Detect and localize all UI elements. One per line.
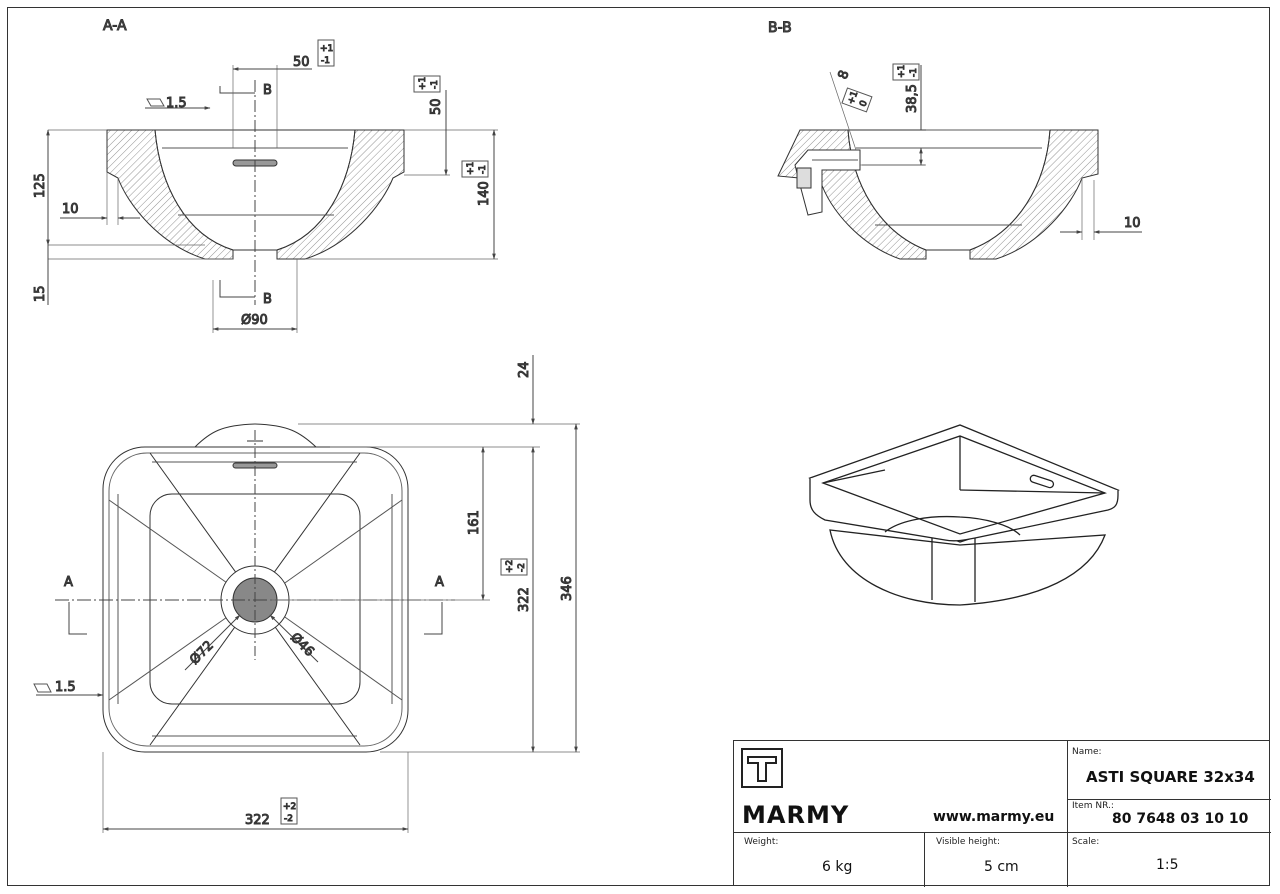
website-link[interactable]: www.marmy.eu xyxy=(933,809,1055,825)
dim-8: 8 xyxy=(836,68,853,81)
dim-140: 140 xyxy=(477,181,492,206)
dim-50-side: 50 xyxy=(429,98,444,115)
item-number-label: Item NR.: xyxy=(1072,801,1114,811)
section-b-marker-bottom: B xyxy=(263,292,272,307)
svg-text:+1: +1 xyxy=(418,77,428,90)
item-number: 80 7648 03 10 10 xyxy=(1112,811,1249,827)
dim-322-vertical: 322 xyxy=(517,587,532,612)
dim-d90: Ø90 xyxy=(241,313,268,328)
dim-10-aa: 10 xyxy=(62,202,79,217)
dim-24: 24 xyxy=(517,361,532,378)
dim-125: 125 xyxy=(33,173,48,198)
section-bb-overflow xyxy=(794,149,861,216)
dim-10-bb: 10 xyxy=(1124,216,1141,231)
tolerance-box-140: +1 -1 xyxy=(461,160,489,178)
section-bb-view: B-B 8 +1 0 38,5 +1 -1 xyxy=(768,20,1142,260)
svg-text:-1: -1 xyxy=(478,165,488,174)
product-name: ASTI SQUARE 32x34 xyxy=(1086,768,1255,786)
section-b-marker-top: B xyxy=(263,83,272,98)
section-bb-title: B-B xyxy=(768,20,792,36)
tolerance-box-38-5: +1 -1 xyxy=(892,63,920,81)
drawing-frame xyxy=(7,7,1270,886)
scale-value: 1:5 xyxy=(1156,857,1179,873)
tolerance-box-322-vertical: +2 -2 xyxy=(500,558,528,576)
dim-346: 346 xyxy=(560,576,575,601)
tolerance-box-8: +1 0 xyxy=(841,87,873,113)
dim-161: 161 xyxy=(467,510,482,535)
tolerance-box-50-side: +1 -1 xyxy=(413,75,441,93)
svg-text:-1: -1 xyxy=(321,56,330,66)
svg-text:+1: +1 xyxy=(320,44,333,54)
dim-38-5: 38,5 xyxy=(905,84,920,113)
scale-label: Scale: xyxy=(1072,837,1100,847)
weight-value: 6 kg xyxy=(822,859,853,875)
flat-note-plan: 1.5 xyxy=(55,680,76,695)
section-bb-wall-right xyxy=(969,129,1099,260)
svg-text:+1: +1 xyxy=(466,162,476,175)
dim-15: 15 xyxy=(33,285,48,302)
section-aa-wall-left xyxy=(106,129,234,260)
svg-text:+2: +2 xyxy=(505,560,515,573)
svg-text:-1: -1 xyxy=(909,68,919,77)
svg-text:+1: +1 xyxy=(897,65,907,78)
marmy-logo-icon xyxy=(740,747,784,789)
tolerance-box-322-horizontal: +2 -2 xyxy=(280,797,298,825)
section-bb-wall-left xyxy=(777,129,927,260)
tolerance-box-50-top: +1 -1 xyxy=(317,39,335,67)
title-block: MARMY www.marmy.eu Name: ASTI SQUARE 32x… xyxy=(733,740,1271,887)
visible-height-label: Visible height: xyxy=(936,837,1000,847)
section-aa-wall-right xyxy=(276,129,405,260)
section-aa-title: A-A xyxy=(103,18,127,34)
svg-text:0: 0 xyxy=(858,99,869,108)
isometric-view xyxy=(808,424,1120,606)
section-aa-view: A-A B B 50 1.5 125 15 xyxy=(33,18,498,333)
svg-text:-1: -1 xyxy=(430,80,440,89)
svg-text:-2: -2 xyxy=(517,563,527,572)
dim-d46: Ø46 xyxy=(287,630,317,660)
name-label: Name: xyxy=(1072,747,1102,757)
weight-label: Weight: xyxy=(744,837,779,847)
visible-height-value: 5 cm xyxy=(984,859,1019,875)
section-a-marker-left: A xyxy=(64,575,73,590)
plan-view: A A Ø72 Ø46 1.5 24 161 322 346 +2 -2 322 xyxy=(33,355,580,833)
flat-note-aa: 1.5 xyxy=(166,96,187,111)
svg-text:+1: +1 xyxy=(846,90,860,106)
section-a-marker-right: A xyxy=(435,575,444,590)
brand-name: MARMY xyxy=(742,801,850,829)
dim-50-top: 50 xyxy=(293,55,310,70)
svg-text:-2: -2 xyxy=(284,814,293,824)
svg-text:+2: +2 xyxy=(283,802,296,812)
dim-322-horizontal: 322 xyxy=(245,813,270,828)
